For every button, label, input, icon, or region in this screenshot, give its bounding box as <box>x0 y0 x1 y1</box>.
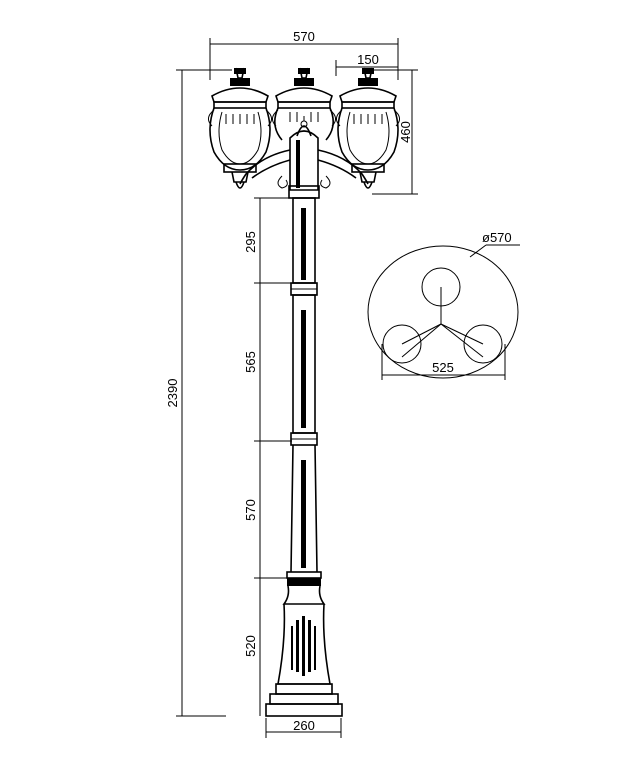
label-diameter: ø570 <box>482 230 512 245</box>
dimension-lantern-height: 460 <box>372 69 418 195</box>
dimension-lantern-span: 570 <box>209 29 399 80</box>
label-460: 460 <box>398 121 413 143</box>
plan-view: ø570 525 <box>367 230 520 380</box>
lantern-arms <box>239 149 369 189</box>
label-570: 570 <box>293 29 315 44</box>
pole-shaft <box>265 197 343 717</box>
dimension-total-height: 2390 <box>165 69 232 717</box>
label-565: 565 <box>243 351 258 373</box>
label-260: 260 <box>293 718 315 733</box>
center-column <box>288 116 320 199</box>
label-2390: 2390 <box>165 379 180 408</box>
dimension-base-width: 260 <box>265 718 342 738</box>
lantern-left <box>208 67 272 189</box>
dimension-lantern-width: 150 <box>335 52 398 76</box>
label-570-segment: 570 <box>243 499 258 521</box>
label-150: 150 <box>357 52 379 67</box>
label-525: 525 <box>432 360 454 375</box>
lantern-center <box>272 67 336 141</box>
label-520: 520 <box>243 635 258 657</box>
dimension-segments: 295 565 570 520 <box>243 197 292 716</box>
lantern-right <box>336 67 400 189</box>
label-295: 295 <box>243 231 258 253</box>
